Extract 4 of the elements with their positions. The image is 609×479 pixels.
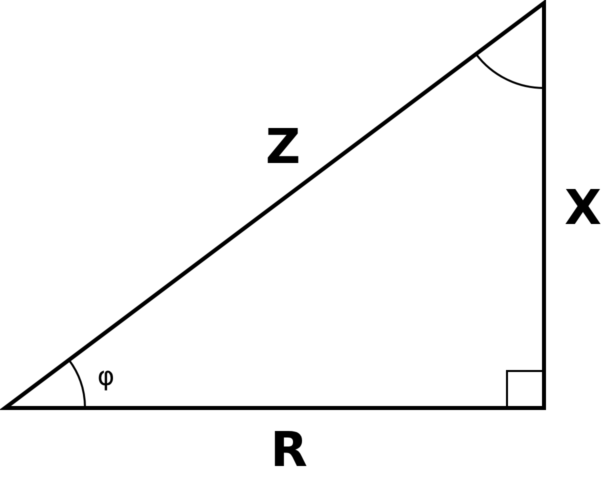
angle-label: φ bbox=[97, 364, 115, 390]
side-label: Z bbox=[266, 123, 300, 171]
side-label: X bbox=[564, 184, 602, 232]
side-label: R bbox=[270, 426, 308, 474]
